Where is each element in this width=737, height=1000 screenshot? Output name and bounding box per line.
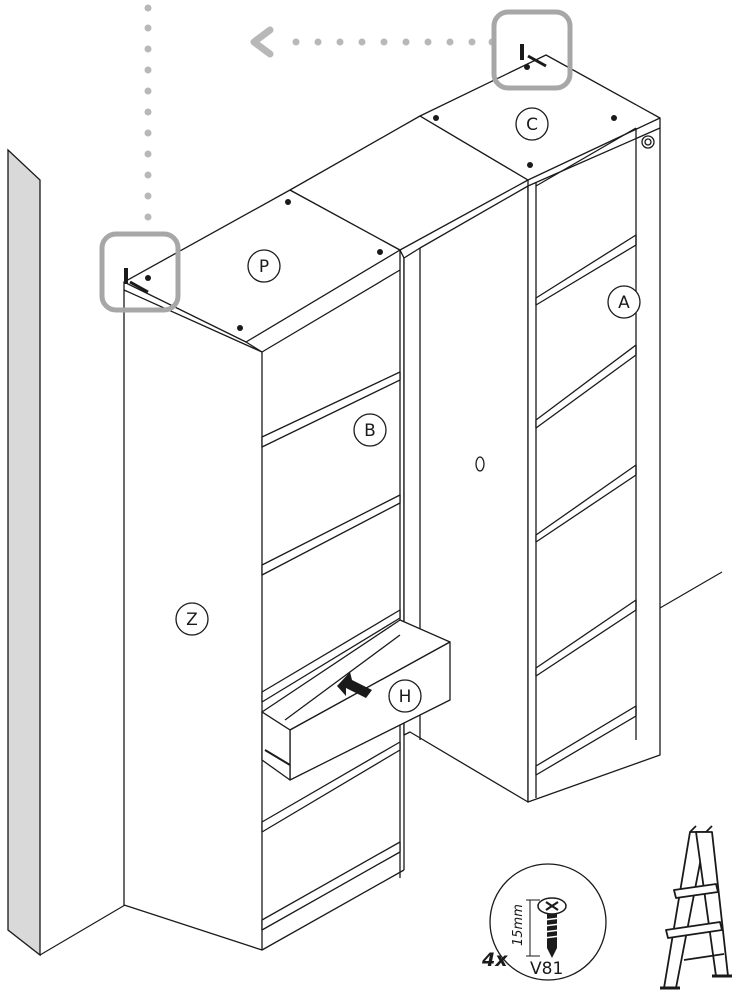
- label-z-text: Z: [186, 610, 198, 630]
- screw-quantity: 4x: [481, 949, 508, 971]
- push-arrow-icon: [337, 672, 372, 698]
- label-b: B: [353, 413, 387, 447]
- screw-icon: [537, 897, 567, 958]
- label-z: Z: [175, 602, 209, 636]
- dotted-arrow-left-icon: [250, 26, 274, 58]
- dowel-holes: [145, 64, 617, 331]
- left-cabinet: [123, 189, 405, 951]
- screw-length: 15mm: [511, 904, 526, 946]
- side-panel-a: [527, 127, 661, 803]
- highlight-box-left: [99, 231, 181, 313]
- door-knob: [475, 456, 485, 472]
- label-c: C: [515, 107, 549, 141]
- wall: [7, 148, 723, 957]
- label-b-text: B: [364, 421, 376, 441]
- label-p: P: [247, 249, 281, 283]
- highlight-box-right: [491, 9, 573, 91]
- screw-callout: 15mm 4x V81: [481, 863, 607, 981]
- label-p-text: P: [259, 257, 269, 277]
- label-h-text: H: [399, 687, 412, 707]
- drawer: [261, 619, 451, 781]
- stepladder-icon: [660, 825, 732, 990]
- label-h: H: [388, 679, 422, 713]
- label-c-text: C: [526, 115, 538, 135]
- label-a-text: A: [618, 293, 630, 313]
- label-a: A: [607, 285, 641, 319]
- screw-part-code: V81: [530, 959, 563, 979]
